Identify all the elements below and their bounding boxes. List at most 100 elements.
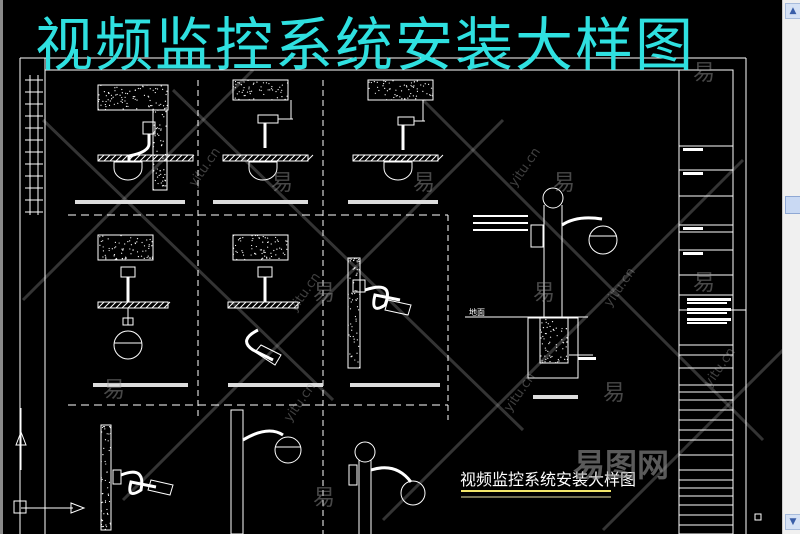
concrete-speckle: [267, 247, 268, 248]
ceiling-slab: [233, 80, 288, 100]
concrete-speckle: [550, 337, 551, 338]
concrete-speckle: [144, 245, 145, 246]
concrete-speckle: [111, 95, 112, 96]
concrete-speckle: [157, 133, 158, 134]
concrete-speckle: [151, 241, 152, 242]
concrete-speckle: [109, 248, 110, 249]
concrete-speckle: [406, 86, 407, 87]
concrete-speckle: [348, 294, 349, 295]
concrete-speckle: [153, 146, 154, 147]
concrete-speckle: [561, 331, 562, 332]
concrete-speckle: [430, 95, 431, 96]
scroll-thumb[interactable]: [785, 196, 800, 214]
concrete-speckle: [257, 235, 258, 236]
concrete-speckle: [115, 242, 116, 243]
concrete-speckle: [282, 85, 283, 86]
concrete-speckle: [359, 269, 360, 270]
ceiling-hatch: [413, 155, 419, 161]
concrete-speckle: [556, 347, 557, 348]
concrete-speckle: [153, 170, 154, 171]
concrete-speckle: [157, 168, 158, 169]
concrete-speckle: [102, 520, 103, 521]
ceiling-hatch: [407, 155, 413, 161]
ptz-dome: [114, 331, 142, 359]
concrete-speckle: [263, 251, 264, 252]
concrete-speckle: [137, 84, 138, 85]
concrete-speckle: [153, 142, 154, 143]
concrete-speckle: [378, 90, 379, 91]
concrete-speckle: [286, 244, 287, 245]
concrete-speckle: [561, 328, 562, 329]
concrete-speckle: [148, 105, 149, 106]
concrete-speckle: [566, 341, 567, 342]
concrete-speckle: [261, 249, 262, 250]
concrete-speckle: [166, 107, 167, 108]
concrete-speckle: [546, 333, 547, 334]
concrete-speckle: [105, 258, 106, 259]
concrete-speckle: [116, 259, 117, 260]
concrete-speckle: [284, 254, 285, 255]
cad-drawing-canvas[interactable]: 视频监控系统安装大样图 视频监控系统安装大样图 地面 易 易 易 易 易 易 易…: [3, 0, 782, 534]
concrete-speckle: [268, 241, 269, 242]
concrete-speckle: [116, 87, 117, 88]
concrete-speckle: [349, 258, 350, 259]
ceiling-slab: [540, 318, 568, 363]
scroll-down-button[interactable]: ▼: [785, 514, 800, 530]
concrete-speckle: [384, 88, 385, 89]
concrete-speckle: [105, 255, 106, 256]
concrete-speckle: [129, 91, 130, 92]
concrete-speckle: [250, 93, 251, 94]
concrete-speckle: [122, 250, 123, 251]
concrete-speckle: [108, 493, 109, 494]
concrete-speckle: [264, 256, 265, 257]
concrete-speckle: [121, 97, 122, 98]
concrete-speckle: [540, 329, 541, 330]
ceiling-hatch: [365, 155, 371, 161]
concrete-speckle: [252, 240, 253, 241]
concrete-speckle: [113, 255, 114, 256]
concrete-speckle: [155, 92, 156, 93]
concrete-speckle: [352, 299, 353, 300]
scroll-up-button[interactable]: ▲: [785, 3, 800, 19]
concrete-speckle: [105, 461, 106, 462]
concrete-speckle: [351, 301, 352, 302]
concrete-speckle: [119, 95, 120, 96]
concrete-speckle: [157, 127, 158, 128]
concrete-speckle: [121, 249, 122, 250]
concrete-speckle: [279, 87, 280, 88]
concrete-speckle: [548, 343, 549, 344]
concrete-speckle: [160, 174, 161, 175]
concrete-speckle: [101, 502, 102, 503]
concrete-speckle: [103, 246, 104, 247]
concrete-speckle: [428, 84, 429, 85]
junction-box: [258, 267, 272, 277]
concrete-speckle: [349, 277, 350, 278]
ceiling-hatch: [140, 155, 146, 161]
concrete-speckle: [121, 253, 122, 254]
vertical-scrollbar[interactable]: ▲ ▼: [782, 0, 800, 534]
concrete-speckle: [251, 91, 252, 92]
concrete-speckle: [271, 256, 272, 257]
concrete-speckle: [391, 99, 392, 100]
concrete-speckle: [107, 471, 108, 472]
concrete-speckle: [101, 510, 102, 511]
concrete-speckle: [109, 426, 110, 427]
concrete-speckle: [101, 241, 102, 242]
watermark-glyph: 易: [553, 165, 575, 197]
concrete-speckle: [101, 431, 102, 432]
concrete-speckle: [354, 339, 355, 340]
concrete-speckle: [566, 328, 567, 329]
concrete-speckle: [162, 89, 163, 90]
concrete-speckle: [542, 360, 543, 361]
concrete-speckle: [156, 151, 157, 152]
concrete-speckle: [261, 258, 262, 259]
concrete-speckle: [266, 258, 267, 259]
concrete-speckle: [150, 105, 151, 106]
concrete-speckle: [353, 336, 354, 337]
ceiling-hatch: [295, 155, 301, 161]
title-block-label: [683, 252, 703, 255]
concrete-speckle: [136, 99, 137, 100]
ceiling-hatch: [122, 155, 128, 161]
concrete-speckle: [157, 183, 158, 184]
concrete-speckle: [114, 254, 115, 255]
